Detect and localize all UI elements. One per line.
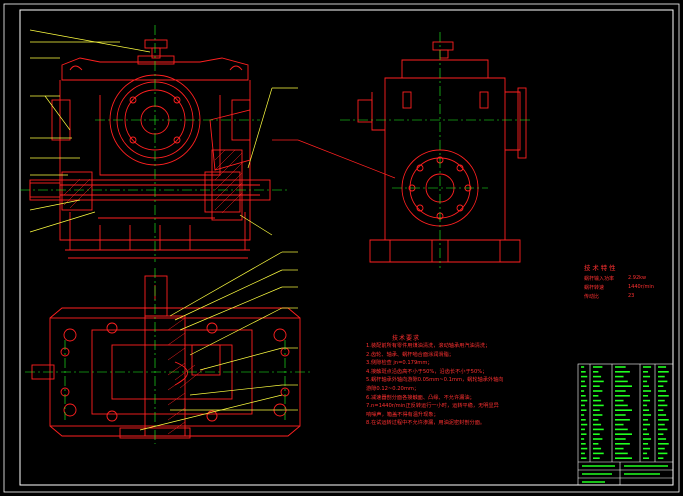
tech-spec-value: 23 xyxy=(628,293,635,299)
tech-note-line: 4.接触斑点沿齿高不小于50%，沿齿长不小于50%； xyxy=(366,368,488,375)
tech-note-line: 响噪声，箱盖不得有温升现象； xyxy=(366,411,439,418)
tech-note-line: 3.侧隙检查 jn=0.179mm； xyxy=(366,360,433,367)
tech-spec-value: 2.92kw xyxy=(628,275,647,281)
front-view-centerlines xyxy=(20,25,290,262)
tech-spec-row: 传动比 23 xyxy=(584,293,654,302)
tech-spec-value: 1440r/min xyxy=(628,284,654,290)
front-view-leader-lines xyxy=(29,29,298,236)
tech-note-line: 2.齿轮、轴承、蜗杆啮合面涂润滑脂； xyxy=(366,351,454,358)
tech-note-line: 游隙0.12~0.20mm； xyxy=(366,386,420,392)
tech-spec-label: 蜗杆输入功率 xyxy=(584,276,615,282)
tech-spec-label: 蜗杆转速 xyxy=(584,285,605,291)
side-view xyxy=(357,41,527,263)
top-view-hatch xyxy=(167,317,206,435)
top-view xyxy=(31,275,301,439)
tech-note-line: 6.减速器剖分面各接触面、凸缘、不允许漏油； xyxy=(366,394,475,401)
drawing-frame-inner xyxy=(19,9,674,486)
tech-spec-label: 传动比 xyxy=(584,294,600,300)
front-view-hatch xyxy=(63,149,243,214)
tech-spec-row: 蜗杆转速 1440r/min xyxy=(584,284,654,293)
tech-note-line: 1.装配前所有零件用煤油清洗，滚动轴承用汽油清洗； xyxy=(366,343,491,349)
tech-note-line: 7.n=1440r/min正反转运行一小时，运转平稳，无明显异 xyxy=(366,403,499,410)
top-view-leader-lines xyxy=(139,251,298,431)
title-block xyxy=(577,363,674,486)
side-view-centerlines xyxy=(340,32,530,268)
top-view-centerlines xyxy=(25,268,310,444)
tech-note-line: 8.在试运转过程中不允许渗漏，用油泥密封剖分面。 xyxy=(366,420,486,427)
bom-rows xyxy=(581,366,669,483)
tech-spec-title: 技术特性 xyxy=(584,264,618,272)
tech-spec: 技术特性 蜗杆输入功率 2.92kw 蜗杆转速 1440r/min 传动比 23 xyxy=(584,263,654,302)
tech-notes-title: 技术要求 xyxy=(392,335,421,342)
tech-spec-row: 蜗杆输入功率 2.92kw xyxy=(584,275,654,284)
drawing-frame-outer xyxy=(3,3,680,493)
tech-note-line: 5.蜗杆轴承外轴向游隙0.05mm~0.1mm，蜗轮轴承外轴向 xyxy=(366,377,504,384)
front-view xyxy=(29,39,271,259)
side-view-leader-lines xyxy=(272,139,396,179)
